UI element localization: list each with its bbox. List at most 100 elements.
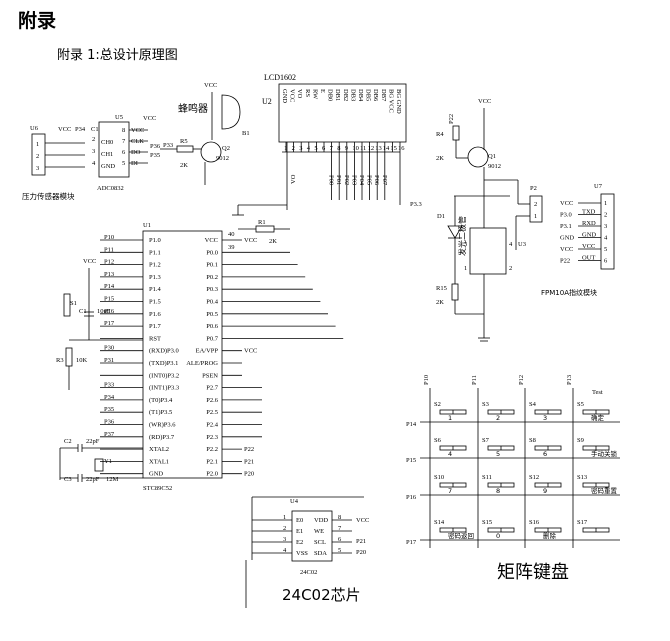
u7-body xyxy=(600,193,615,270)
svg-text:Y1: Y1 xyxy=(104,458,112,465)
eeprom-net: P21 xyxy=(356,538,366,545)
led-label: 发光二极管 xyxy=(457,216,467,256)
pressure-label: 压力传感器模块 xyxy=(22,191,75,201)
keypad-key-label: 4 xyxy=(448,450,452,458)
mcu-left-pin: P1.0 xyxy=(149,237,161,244)
svg-text:22pF: 22pF xyxy=(86,438,100,445)
adc-conn: C1 xyxy=(91,126,99,133)
keypad-row-net: P17 xyxy=(406,539,417,546)
mcu-left-pin: P1.2 xyxy=(149,262,161,269)
keypad-key-label: 1 xyxy=(448,414,452,422)
svg-text:12M: 12M xyxy=(106,476,119,483)
svg-text:2: 2 xyxy=(534,201,537,208)
lcd-pin-number: 14 xyxy=(383,145,390,152)
buzzer-net: P33 xyxy=(163,142,173,149)
svg-text:P22: P22 xyxy=(448,114,455,124)
keypad-row-net: P16 xyxy=(406,494,417,501)
mcu-right-pin: P0.5 xyxy=(206,311,218,318)
svg-text:U3: U3 xyxy=(518,241,526,248)
lcd-pin-name: RS xyxy=(304,89,311,97)
mcu-left-pin: XTAL2 xyxy=(149,446,169,453)
svg-text:9012: 9012 xyxy=(488,163,501,170)
eeprom-right-pin: WE xyxy=(314,528,324,535)
fp-pin-number: 5 xyxy=(604,246,607,253)
lcd-data-net: P04 xyxy=(358,175,365,186)
keypad-key-ref: S10 xyxy=(434,474,444,481)
crystal-circuit: C2 22pF C3 22pF Y1 12M xyxy=(59,438,143,483)
keypad-key-ref: S9 xyxy=(577,437,584,444)
appendix-subheading: 附录 1:总设计原理图 xyxy=(57,48,178,63)
svg-text:R15: R15 xyxy=(436,285,447,292)
keypad-key-ref: S12 xyxy=(529,474,539,481)
mcu-right-net: P21 xyxy=(244,458,254,465)
eeprom-right-pin: SDA xyxy=(314,550,327,557)
mcu-right-pin: VCC xyxy=(205,237,218,244)
lcd-pin-name: BG GND xyxy=(395,89,402,114)
keypad-key-ref: S13 xyxy=(577,474,587,481)
lcd-pin-name: DB2 xyxy=(342,89,349,101)
mcu-right-pin: P0.4 xyxy=(206,299,218,306)
fp-pin-name: GND xyxy=(582,232,596,239)
svg-text:1: 1 xyxy=(534,213,537,220)
svg-text:2: 2 xyxy=(509,265,512,272)
lcd-pin-name: VCC xyxy=(289,89,296,102)
lcd-pin-name: RW xyxy=(311,89,318,100)
mcu-right-net: P20 xyxy=(244,471,254,478)
keypad-key-ref: S8 xyxy=(529,437,536,444)
eeprom-left-pin: E2 xyxy=(296,539,303,546)
keypad-key-label: 密码返回 xyxy=(448,531,474,540)
keypad-key-label: 7 xyxy=(448,487,452,495)
u6-body xyxy=(31,133,46,176)
mcu-pins: P1.0P10P1.1P11P1.2P12P1.3P13P1.4P14P1.5P… xyxy=(100,234,344,478)
keypad-key-ref: S14 xyxy=(434,519,445,526)
adc-right-pin: DO xyxy=(131,149,141,156)
keypad-key-ref: S7 xyxy=(482,437,490,444)
keypad-key-label: 删除 xyxy=(543,531,557,540)
eeprom-left-pin: VSS xyxy=(296,550,308,557)
mcu-left-net: P12 xyxy=(104,259,114,266)
mcu-left-net: P10 xyxy=(104,234,114,241)
keypad-row-net: P15 xyxy=(406,457,416,464)
adc-pin-number: 7 xyxy=(122,138,126,145)
r5-ref: R5 xyxy=(180,138,188,145)
mcu-left-net: P34 xyxy=(104,394,115,401)
keypad-key-ref: S11 xyxy=(482,474,492,481)
fingerprint-label: FPM10A指纹模块 xyxy=(541,288,597,297)
adc-net-p36: P36 xyxy=(150,143,161,150)
keypad-key-label: 5 xyxy=(496,450,500,458)
svg-text:D1: D1 xyxy=(437,213,445,220)
mcu-left-pin: (T0)P3.4 xyxy=(149,397,173,404)
svg-text:40: 40 xyxy=(228,231,235,238)
keypad-key-label: 确定 xyxy=(591,413,605,422)
fp-net: VCC xyxy=(560,246,573,253)
svg-text:2: 2 xyxy=(36,153,39,160)
lcd-pin-name: DB7 xyxy=(380,89,387,102)
keypad-key-ref: S5 xyxy=(577,401,584,408)
lcd-pin-number: 10 xyxy=(352,145,359,152)
mcu-right-pin: P2.7 xyxy=(206,385,218,392)
fp-pin-number: 1 xyxy=(604,200,607,207)
keypad-corner-label: Test xyxy=(592,389,603,396)
adc-pin-number: 6 xyxy=(122,149,126,156)
eeprom-pin-number: 7 xyxy=(338,525,342,532)
adc-net-p35: P35 xyxy=(150,152,160,159)
transistor-q1 xyxy=(467,146,489,168)
lcd-name: LCD1602 xyxy=(264,73,296,82)
fp-net: GND xyxy=(560,235,574,242)
mcu-left-pin: XTAL1 xyxy=(149,458,169,465)
keypad-key-ref: S2 xyxy=(434,401,441,408)
buzzer-symbol xyxy=(221,94,241,130)
mcu-right-pin: PSEN xyxy=(202,372,218,379)
resistor-r3 xyxy=(65,347,73,367)
buzzer-circuit: 蜂鸣器 B1 VCC Q2 9012 R5 2K P33 xyxy=(160,82,250,185)
mcu-right-pin: P0.0 xyxy=(206,249,218,256)
keypad-col-net: P12 xyxy=(518,375,525,385)
crystal-y1 xyxy=(94,458,104,472)
keypad-key-label: 手动关锁 xyxy=(591,449,618,458)
mcu-left-net: P35 xyxy=(104,406,114,413)
mcu-left-pin: (RXD)P3.0 xyxy=(149,348,179,355)
q2-ref: Q2 xyxy=(222,145,230,152)
mcu-right-pin: P0.6 xyxy=(206,323,218,330)
